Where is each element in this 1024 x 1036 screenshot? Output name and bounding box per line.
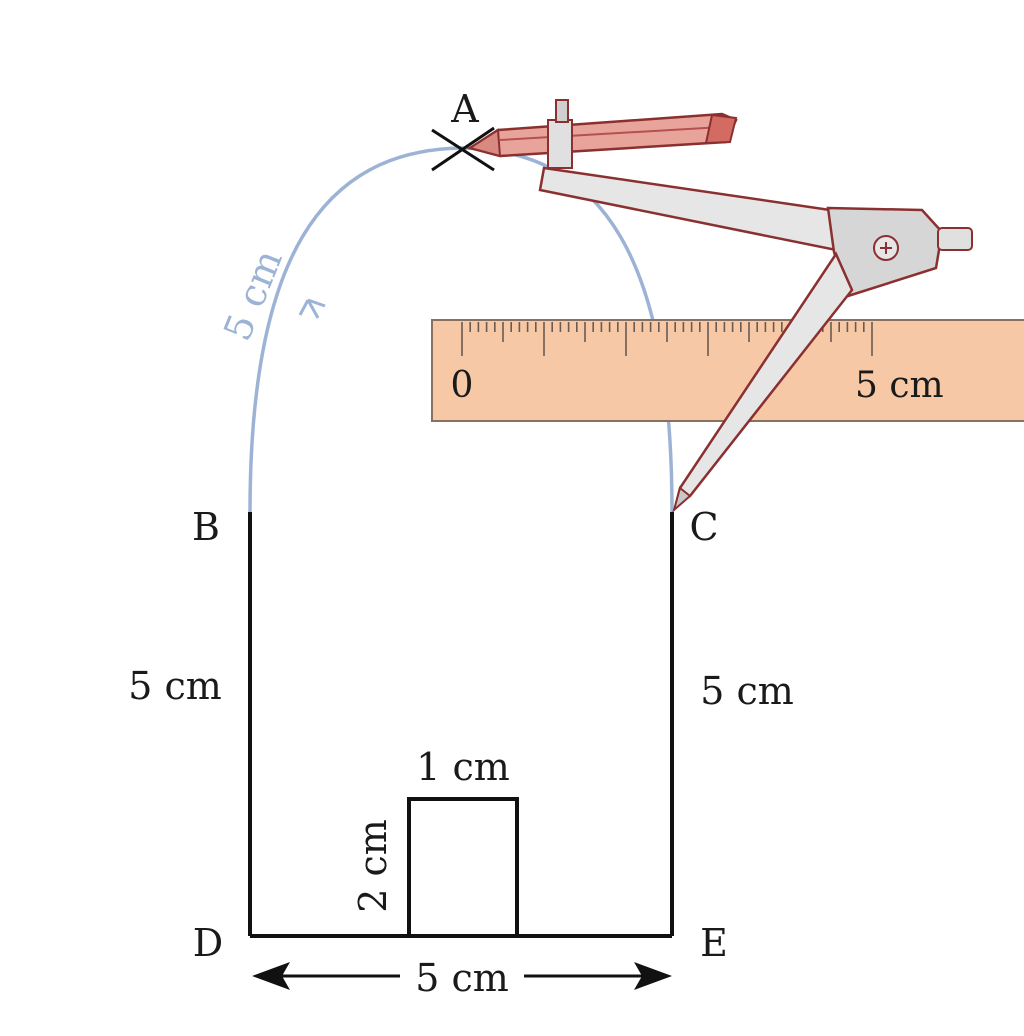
point-label-a: A bbox=[450, 87, 479, 131]
cross-mark-icon bbox=[431, 126, 495, 172]
compass-icon bbox=[466, 99, 973, 513]
door-width-label: 1 cm bbox=[416, 745, 510, 789]
arc-length-label: 5 cm bbox=[215, 244, 291, 347]
pencil bbox=[466, 112, 738, 158]
ruler: 0 5 cm bbox=[431, 319, 1024, 422]
door bbox=[407, 797, 519, 938]
point-label-e: E bbox=[700, 921, 728, 965]
right-side-length-label: 5 cm bbox=[700, 669, 794, 713]
house-outline bbox=[248, 512, 674, 938]
ruler-icon bbox=[431, 319, 1024, 422]
ruler-end-label: 5 cm bbox=[855, 365, 944, 406]
arc-direction-arrow bbox=[298, 298, 326, 319]
ruler-ticks bbox=[461, 322, 873, 356]
point-label-b: B bbox=[192, 505, 220, 549]
point-label-c: C bbox=[689, 505, 718, 549]
left-side-length-label: 5 cm bbox=[128, 664, 222, 708]
bottom-dimension-arrow bbox=[252, 962, 672, 990]
ruler-start-label: 0 bbox=[451, 365, 474, 406]
point-label-d: D bbox=[193, 921, 223, 965]
bottom-length-label: 5 cm bbox=[415, 956, 509, 1000]
door-height-label: 2 cm bbox=[351, 819, 395, 913]
